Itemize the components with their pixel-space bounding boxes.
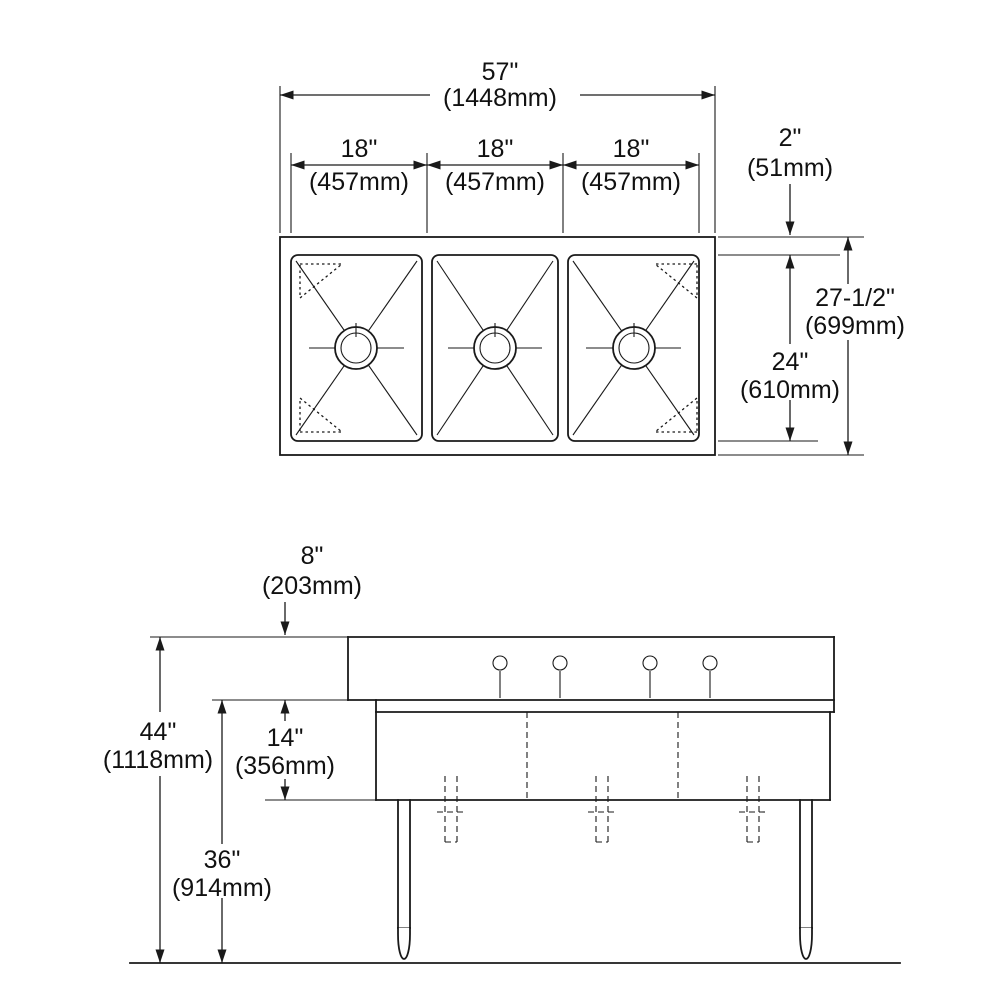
bullet-foot — [397, 927, 411, 960]
faucet-hole — [552, 655, 568, 671]
dim-compartment-1-metric: (457mm) — [309, 168, 409, 196]
dim-backsplash-height: 8" (203mm) — [262, 542, 362, 635]
dim-backsplash-metric: (203mm) — [262, 572, 362, 600]
faucet-hole — [642, 655, 658, 671]
faucet-hole — [702, 655, 718, 671]
dim-rear-ledge: 2" (51mm) — [747, 124, 833, 235]
drain-fitting-3 — [739, 776, 767, 843]
plan-bowl-1 — [295, 260, 418, 436]
plan-bowl-3 — [572, 260, 695, 436]
dim-compartment-1-inches: 18" — [341, 135, 378, 163]
dim-overall-height: 44" (1118mm) — [103, 637, 213, 963]
dim-bowl-depth-metric: (356mm) — [235, 752, 335, 780]
elev-drains — [437, 776, 767, 843]
elev-extension-lines — [150, 636, 376, 801]
dim-bowl-depth: 14" (356mm) — [235, 700, 335, 800]
dim-overall-width-metric: (1448mm) — [443, 84, 557, 112]
dim-overall-depth: 27-1/2" (699mm) — [805, 237, 905, 455]
plan-bowl-2 — [436, 260, 554, 436]
dim-compartment-widths: 18" (457mm) 18" (457mm) 18" (457mm) — [291, 135, 699, 196]
dim-backsplash-inches: 8" — [301, 542, 324, 570]
elev-legs — [397, 799, 813, 960]
dim-compartment-2-inches: 18" — [477, 135, 514, 163]
dim-compartment-depth: 24" (610mm) — [740, 255, 840, 441]
dim-compartment-3-inches: 18" — [613, 135, 650, 163]
drain-fitting-2 — [588, 776, 616, 843]
dim-rear-ledge-metric: (51mm) — [747, 154, 833, 182]
dim-compartment-2-metric: (457mm) — [445, 168, 545, 196]
dim-bowl-depth-inches: 14" — [267, 724, 304, 752]
dim-compartment-3-metric: (457mm) — [581, 168, 681, 196]
leg-left — [397, 799, 411, 960]
elev-body — [347, 636, 835, 801]
dim-compartment-depth-inches: 24" — [772, 348, 809, 376]
elevation-view: 8" (203mm) 44" (1118mm) 14" (356mm) 36" … — [103, 542, 901, 964]
dim-rear-ledge-inches: 2" — [779, 124, 802, 152]
plan-view: 57" (1448mm) 18" (457mm) 18" (457mm) 18"… — [279, 58, 905, 456]
faucet-hole — [492, 655, 508, 671]
dim-overall-width-inches: 57" — [482, 58, 519, 86]
dim-work-height-inches: 36" — [204, 846, 241, 874]
elev-faucet-holes — [492, 655, 718, 698]
dim-overall-height-metric: (1118mm) — [103, 746, 213, 774]
dim-work-height: 36" (914mm) — [172, 700, 272, 963]
dim-overall-depth-inches: 27-1/2" — [815, 284, 895, 312]
dim-overall-width: 57" (1448mm) — [280, 58, 715, 112]
bullet-foot — [799, 927, 813, 960]
dim-overall-depth-metric: (699mm) — [805, 312, 905, 340]
dim-compartment-depth-metric: (610mm) — [740, 376, 840, 404]
drain-fitting-1 — [437, 776, 465, 843]
leg-right — [799, 799, 813, 960]
dim-overall-height-inches: 44" — [140, 718, 177, 746]
dim-work-height-metric: (914mm) — [172, 874, 272, 902]
